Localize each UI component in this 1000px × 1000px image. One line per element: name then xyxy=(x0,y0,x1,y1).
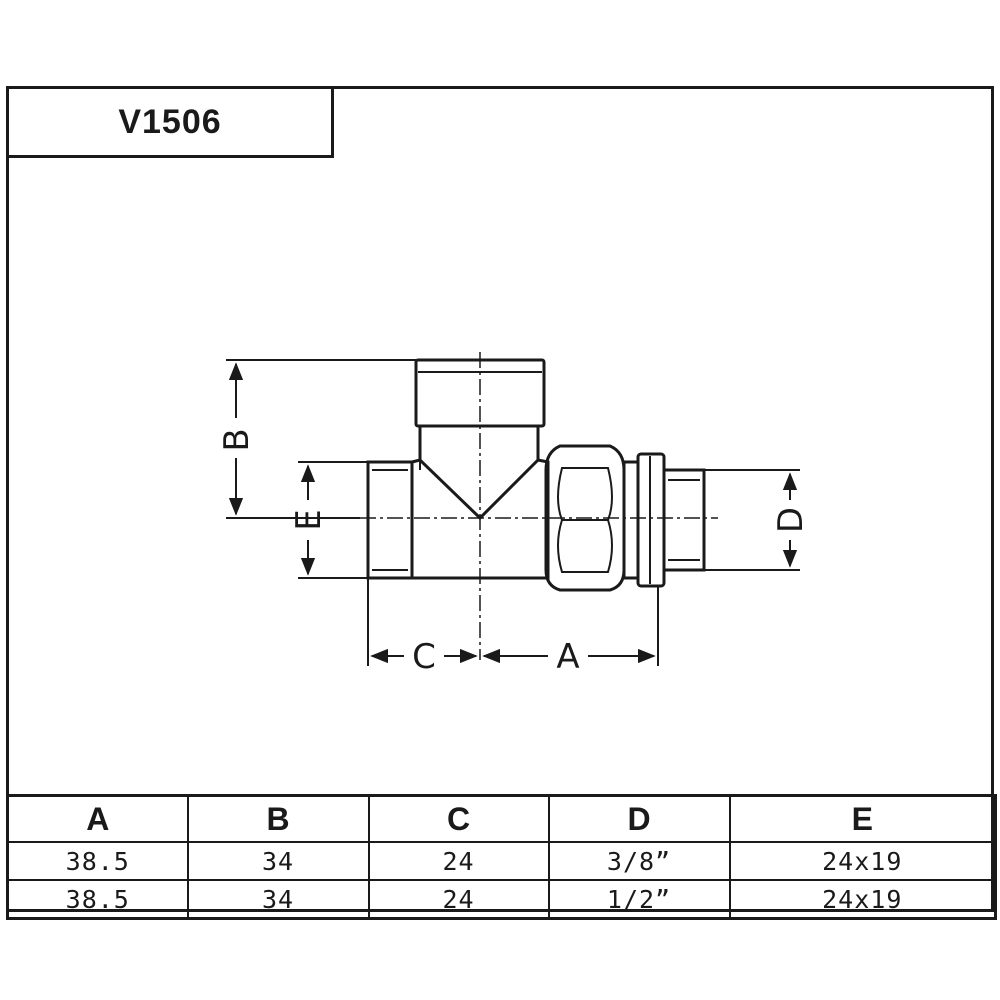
cell-b: 34 xyxy=(186,879,370,920)
right-hex-nut xyxy=(544,444,626,592)
cell-b: 34 xyxy=(186,841,370,881)
header-c: C xyxy=(367,794,550,843)
cell-a: 38.5 xyxy=(6,841,189,881)
dimensions-table: A B C D E 38.5 34 24 3/8” 24x19 38.5 34 … xyxy=(6,794,997,920)
valve-body xyxy=(410,458,550,580)
header-e: E xyxy=(728,794,997,843)
label-d: D xyxy=(771,507,811,533)
union-tail xyxy=(662,468,706,572)
cell-a: 38.5 xyxy=(6,879,189,920)
cell-d: 3/8” xyxy=(547,841,731,881)
table-row: 38.5 34 24 3/8” 24x19 xyxy=(6,841,997,881)
left-thread-end xyxy=(366,460,414,580)
cell-e: 24x19 xyxy=(728,879,997,920)
table-header-row: A B C D E xyxy=(6,794,997,843)
label-c: C xyxy=(412,637,436,677)
label-e: E xyxy=(289,509,329,530)
cell-c: 24 xyxy=(367,841,550,881)
model-title: V1506 xyxy=(6,86,334,158)
label-b: B xyxy=(217,428,257,451)
header-a: A xyxy=(6,794,189,843)
label-a: A xyxy=(556,637,579,677)
table-row: 38.5 34 24 1/2” 24x19 xyxy=(6,879,997,920)
header-b: B xyxy=(186,794,370,843)
header-d: D xyxy=(547,794,731,843)
right-collar xyxy=(622,460,640,580)
cell-c: 24 xyxy=(367,879,550,920)
cell-e: 24x19 xyxy=(728,841,997,881)
cell-d: 1/2” xyxy=(547,879,731,920)
